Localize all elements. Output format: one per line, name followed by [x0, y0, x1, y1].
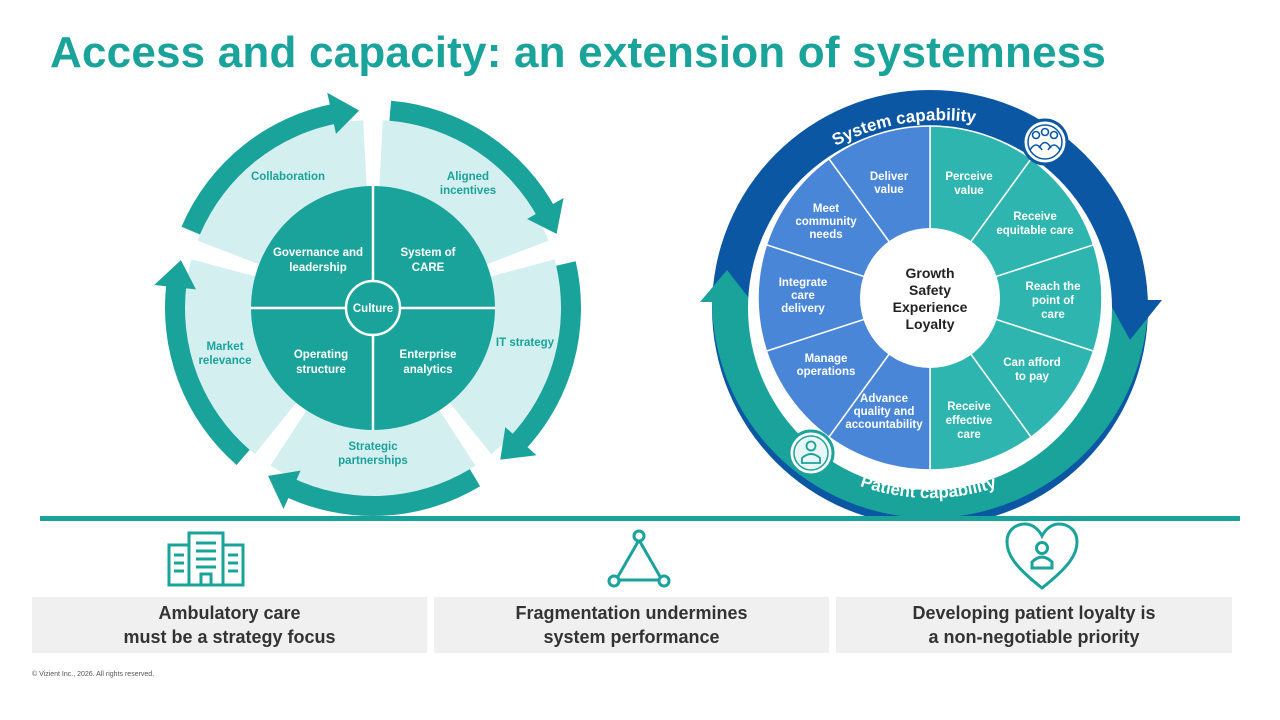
- outer-segment: [379, 120, 549, 266]
- card-line: a non-negotiable priority: [928, 627, 1140, 647]
- cycle-arrow-band: [389, 100, 557, 220]
- cycle-arrow-band: [165, 279, 250, 465]
- system-slice: [757, 243, 933, 353]
- cycle-arrow-band: [508, 261, 581, 453]
- patient-loyalty-card: Developing patient loyalty is a non-nego…: [836, 597, 1232, 653]
- cycle-arrow-band: [281, 469, 481, 517]
- card-line: Developing patient loyalty is: [912, 603, 1156, 623]
- left-wheel-arrows: [154, 92, 581, 517]
- page-title: Access and capacity: an extension of sys…: [50, 28, 1107, 77]
- cycle-arrow-band: [181, 103, 341, 235]
- person-badge-icon: [787, 429, 835, 477]
- card-line: system performance: [543, 627, 720, 647]
- culture-label: Culture: [353, 303, 393, 315]
- ambulatory-care-card: Ambulatory care must be a strategy focus: [32, 597, 427, 653]
- cycle-arrow-head: [268, 470, 301, 509]
- patient-arrow-head: [700, 270, 752, 302]
- fragmentation-card: Fragmentation undermines system performa…: [434, 597, 829, 653]
- network-triangle-icon: [607, 529, 671, 588]
- outer-segment: [270, 406, 476, 496]
- copyright-notice: © Vizient Inc., 2026. All rights reserve…: [32, 671, 155, 678]
- outer-segment-label: Collaboration: [251, 171, 325, 183]
- patient-slice: [927, 243, 1103, 353]
- outer-segment: [184, 259, 299, 455]
- cycle-arrow-head: [327, 92, 360, 134]
- culture-hub: [344, 279, 402, 337]
- card-line: must be a strategy focus: [123, 627, 336, 647]
- right-wheel-center: [860, 228, 1000, 368]
- outer-segment: [197, 120, 367, 266]
- card-line: Ambulatory care: [158, 603, 301, 623]
- section-divider: [40, 516, 1240, 521]
- cycle-arrow-head: [527, 198, 564, 234]
- outer-segment: [447, 259, 561, 455]
- cycle-arrow-head: [154, 260, 196, 290]
- left-wheel-outer-ring: [184, 120, 561, 496]
- system-arrow-head: [1108, 300, 1162, 340]
- heart-person-icon: [1005, 522, 1079, 590]
- cycle-arrow-head: [500, 427, 537, 460]
- buildings-icon: [167, 531, 245, 587]
- card-line: Fragmentation undermines: [515, 603, 748, 623]
- people-group-icon: [1021, 118, 1069, 166]
- outer-segment-label: IT strategy: [496, 337, 555, 349]
